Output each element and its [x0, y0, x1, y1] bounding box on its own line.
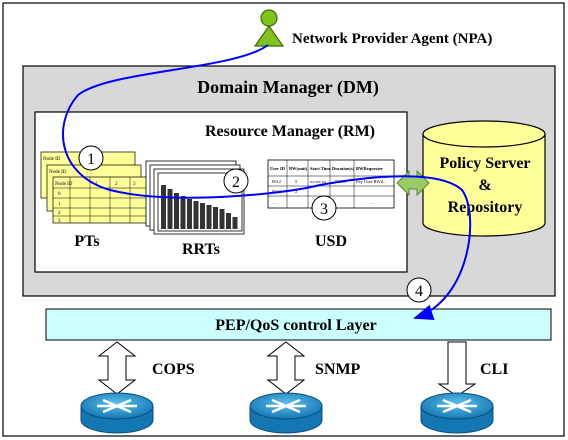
usd-header: Duration(s)	[332, 166, 355, 171]
step-2-badge: 2	[223, 168, 249, 194]
usd-header: Start Time	[310, 166, 331, 171]
rrt-bar	[174, 193, 179, 229]
rrt-bar	[193, 201, 199, 229]
rrt-bar	[226, 213, 231, 229]
svg-text:2: 2	[232, 174, 240, 191]
pep-layer-label: PEP/QoS control Layer	[215, 317, 376, 334]
pt-cell: 2	[115, 182, 118, 187]
usd-cell: 0013	[272, 189, 282, 194]
pt-cell: 3	[58, 219, 61, 224]
rrt-bar	[180, 196, 186, 229]
router-1-icon	[80, 392, 154, 434]
rrt-bar	[187, 199, 192, 229]
router-3-icon	[420, 392, 494, 434]
rrt-bar	[206, 205, 212, 229]
pep-layer-box	[45, 308, 552, 341]
pt-header-1: Node ID	[43, 157, 61, 162]
step-4-badge: 4	[406, 277, 432, 303]
policy-server-line2: &	[478, 177, 491, 194]
policy-server-line1: Policy Server	[439, 155, 530, 172]
rrt-bar	[213, 207, 218, 229]
step-3-badge: 3	[311, 195, 337, 221]
svg-text:3: 3	[320, 201, 328, 218]
usd-header: User ID	[270, 166, 286, 171]
pt-cell: 3	[133, 182, 136, 187]
domain-manager-label: Domain Manager (DM)	[197, 77, 379, 98]
cli-label: CLI	[480, 361, 508, 378]
rrt-bar	[232, 217, 238, 229]
pt-tables: Node ID Node ID Node ID 1 2 3 0 1 2 3	[40, 151, 148, 224]
pt-header-2: Node ID	[49, 170, 67, 175]
policy-server-line3: Repository	[448, 199, 523, 216]
usd-cell: 2	[295, 189, 297, 194]
pts-label: PTs	[74, 233, 99, 250]
usd-cell: 0012	[272, 179, 281, 184]
pt-cell: 1	[58, 202, 61, 207]
rrt-bars	[161, 185, 238, 229]
rrt-bar	[219, 209, 225, 229]
svg-text:1: 1	[87, 151, 95, 168]
npa-label: Network Provider Agent (NPA)	[292, 31, 492, 47]
pt-cell: 0	[58, 192, 61, 197]
step-1-badge: 1	[78, 145, 104, 171]
flow-line	[61, 44, 472, 320]
cli-arrow-icon	[437, 341, 477, 397]
snmp-label: SNMP	[315, 361, 361, 378]
svg-text:4: 4	[415, 283, 423, 300]
usd-cell: ...	[272, 200, 275, 205]
policy-server-cylinder	[422, 120, 546, 237]
usd-cell: Pay User BWd..	[356, 179, 385, 184]
usd-header: BWRequester	[356, 166, 383, 171]
pt-header-3: Node ID	[55, 182, 73, 187]
rrt-charts	[145, 160, 245, 235]
resource-manager-label: Resource Manager (RM)	[205, 123, 375, 140]
pt-cell: 2	[58, 211, 61, 216]
usd-cell: xx:xx:xx	[310, 179, 327, 184]
rrt-bar	[161, 185, 166, 229]
npa-person-icon	[253, 9, 285, 47]
rrt-bar	[200, 203, 205, 229]
cops-label: COPS	[152, 361, 195, 378]
usd-cell: ...	[370, 200, 373, 205]
usd-cell: 5	[295, 179, 298, 184]
usd-label: USD	[315, 233, 347, 250]
router-2-icon	[249, 392, 323, 434]
usd-header: BW(unit)	[289, 166, 308, 171]
rrt-bar	[167, 189, 173, 229]
rrts-label: RRTs	[182, 241, 220, 258]
